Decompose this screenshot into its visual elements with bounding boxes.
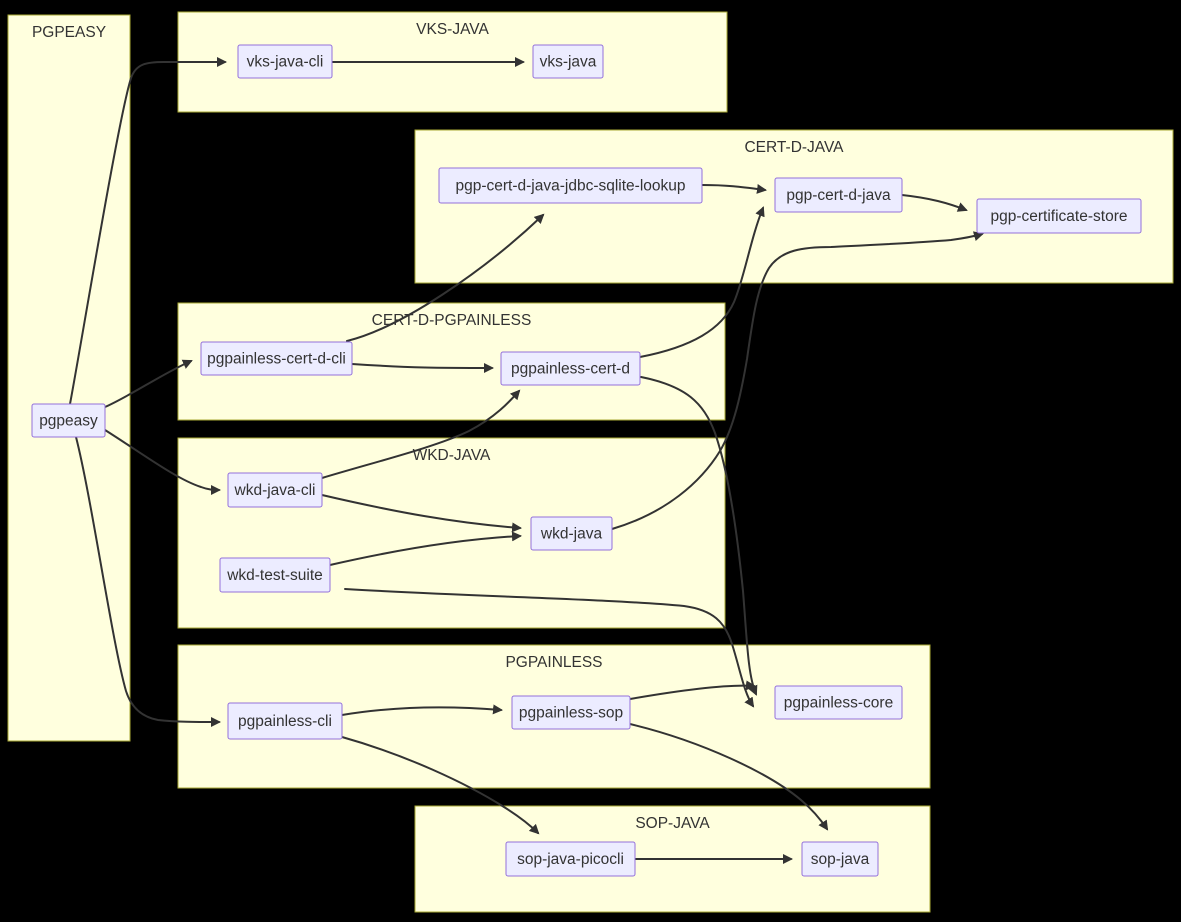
node-pgpainless-cli (227, 702, 343, 740)
cluster-label-cert-d-pgpainless-group: CERT-D-PGPAINLESS (372, 312, 532, 329)
edge-pgpainless-sop--sop-java (629, 723, 829, 831)
node-pgp-cert-d-java-jdbc-sqlite-lookup (438, 167, 703, 204)
node-label-pgpainless-cert-d: pgpainless-cert-d (511, 361, 630, 378)
node-label-wkd-java: wkd-java (540, 526, 603, 543)
node-pgpainless-sop (511, 695, 631, 730)
node-pgp-cert-d-java (774, 177, 903, 213)
node-wkd-test-suite (219, 557, 331, 593)
edge-pgpeasy--vks-java-cli (69, 57, 227, 405)
node-vks-java (532, 44, 604, 79)
edge-wkd-test-suite--wkd-java (329, 531, 522, 566)
cluster-label-wkd-java-group: WKD-JAVA (413, 447, 491, 464)
node-label-vks-java-cli: vks-java-cli (247, 54, 324, 71)
cluster-label-pgpainless-group: PGPAINLESS (505, 654, 602, 671)
node-label-pgpainless-sop: pgpainless-sop (519, 705, 623, 722)
edge-pgpainless-cert-d--pgpainless-core (640, 376, 758, 696)
edge-pgpainless-cert-d-cli--pgp-cert-d-java-jdbc-sqlite-lookup (346, 213, 545, 342)
edge-wkd-java-cli--wkd-java (321, 494, 522, 533)
node-label-vks-java: vks-java (540, 54, 597, 71)
node-label-pgpainless-core: pgpainless-core (784, 695, 893, 712)
edge-wkd-java--pgp-certificate-store (611, 231, 984, 530)
node-label-pgpeasy: pgpeasy (39, 413, 98, 430)
node-pgp-certificate-store (976, 198, 1142, 234)
node-label-sop-java-picocli: sop-java-picocli (517, 851, 624, 868)
node-label-pgpainless-cert-d-cli: pgpainless-cert-d-cli (207, 351, 346, 368)
edge-pgpainless-sop--pgpainless-core (629, 680, 756, 700)
edge-wkd-java-cli--pgpainless-cert-d (321, 389, 521, 479)
node-pgpainless-cert-d-cli (200, 341, 353, 376)
edge-pgp-cert-d-java--pgp-certificate-store (901, 194, 968, 212)
cluster-label-vks-java-group: VKS-JAVA (416, 21, 489, 38)
node-label-pgpainless-cli: pgpainless-cli (238, 713, 332, 730)
node-vks-java-cli (237, 44, 333, 79)
edge-layer (69, 57, 984, 864)
cluster-label-pgpeasy-group: PGPEASY (32, 24, 106, 41)
node-label-wkd-test-suite: wkd-test-suite (226, 567, 323, 584)
cluster-label-sop-java-group: SOP-JAVA (635, 815, 710, 832)
cluster-label-cert-d-java-group: CERT-D-JAVA (744, 139, 844, 156)
cluster-wkd-java-group (177, 437, 726, 629)
edge-pgpainless-cert-d-cli--pgpainless-cert-d (351, 362, 494, 373)
cluster-pgpeasy-group (7, 14, 131, 742)
edge-wkd-test-suite--pgpainless-core (344, 588, 755, 708)
node-label-sop-java: sop-java (811, 851, 870, 868)
node-label-pgp-cert-d-java: pgp-cert-d-java (786, 187, 891, 204)
edge-pgpeasy--wkd-java-cli (104, 429, 221, 495)
node-label-pgp-certificate-store: pgp-certificate-store (991, 208, 1128, 225)
edge-pgp-cert-d-java-jdbc-sqlite-lookup--pgp-cert-d-java (701, 184, 767, 194)
node-pgpeasy (31, 403, 106, 438)
node-label-wkd-java-cli: wkd-java-cli (234, 482, 316, 499)
edge-pgpeasy--pgpainless-cert-d-cli (104, 359, 193, 408)
edge-pgpainless-cli--sop-java-picocli (341, 736, 540, 835)
cluster-layer: PGPEASY VKS-JAVA CERT-D-JAVA CERT-D-PGPAINL… (7, 11, 1174, 913)
node-sop-java-picocli (505, 841, 636, 877)
node-sop-java (801, 841, 879, 877)
node-pgpainless-cert-d (500, 351, 641, 386)
node-pgpainless-core (774, 685, 903, 720)
node-wkd-java (530, 516, 613, 551)
node-layer: pgpeasy vks-java-cli vks-java pgp-cert-d-ja… (31, 44, 1142, 877)
node-label-pgp-cert-d-java-jdbc-sqlite-lookup: pgp-cert-d-java-jdbc-sqlite-lookup (455, 178, 685, 195)
edge-pgpeasy--pgpainless-cli (75, 436, 221, 727)
edge-pgpainless-cert-d--pgp-cert-d-java (639, 206, 765, 358)
edge-pgpainless-cli--pgpainless-sop (341, 704, 503, 716)
node-wkd-java-cli (227, 472, 323, 508)
